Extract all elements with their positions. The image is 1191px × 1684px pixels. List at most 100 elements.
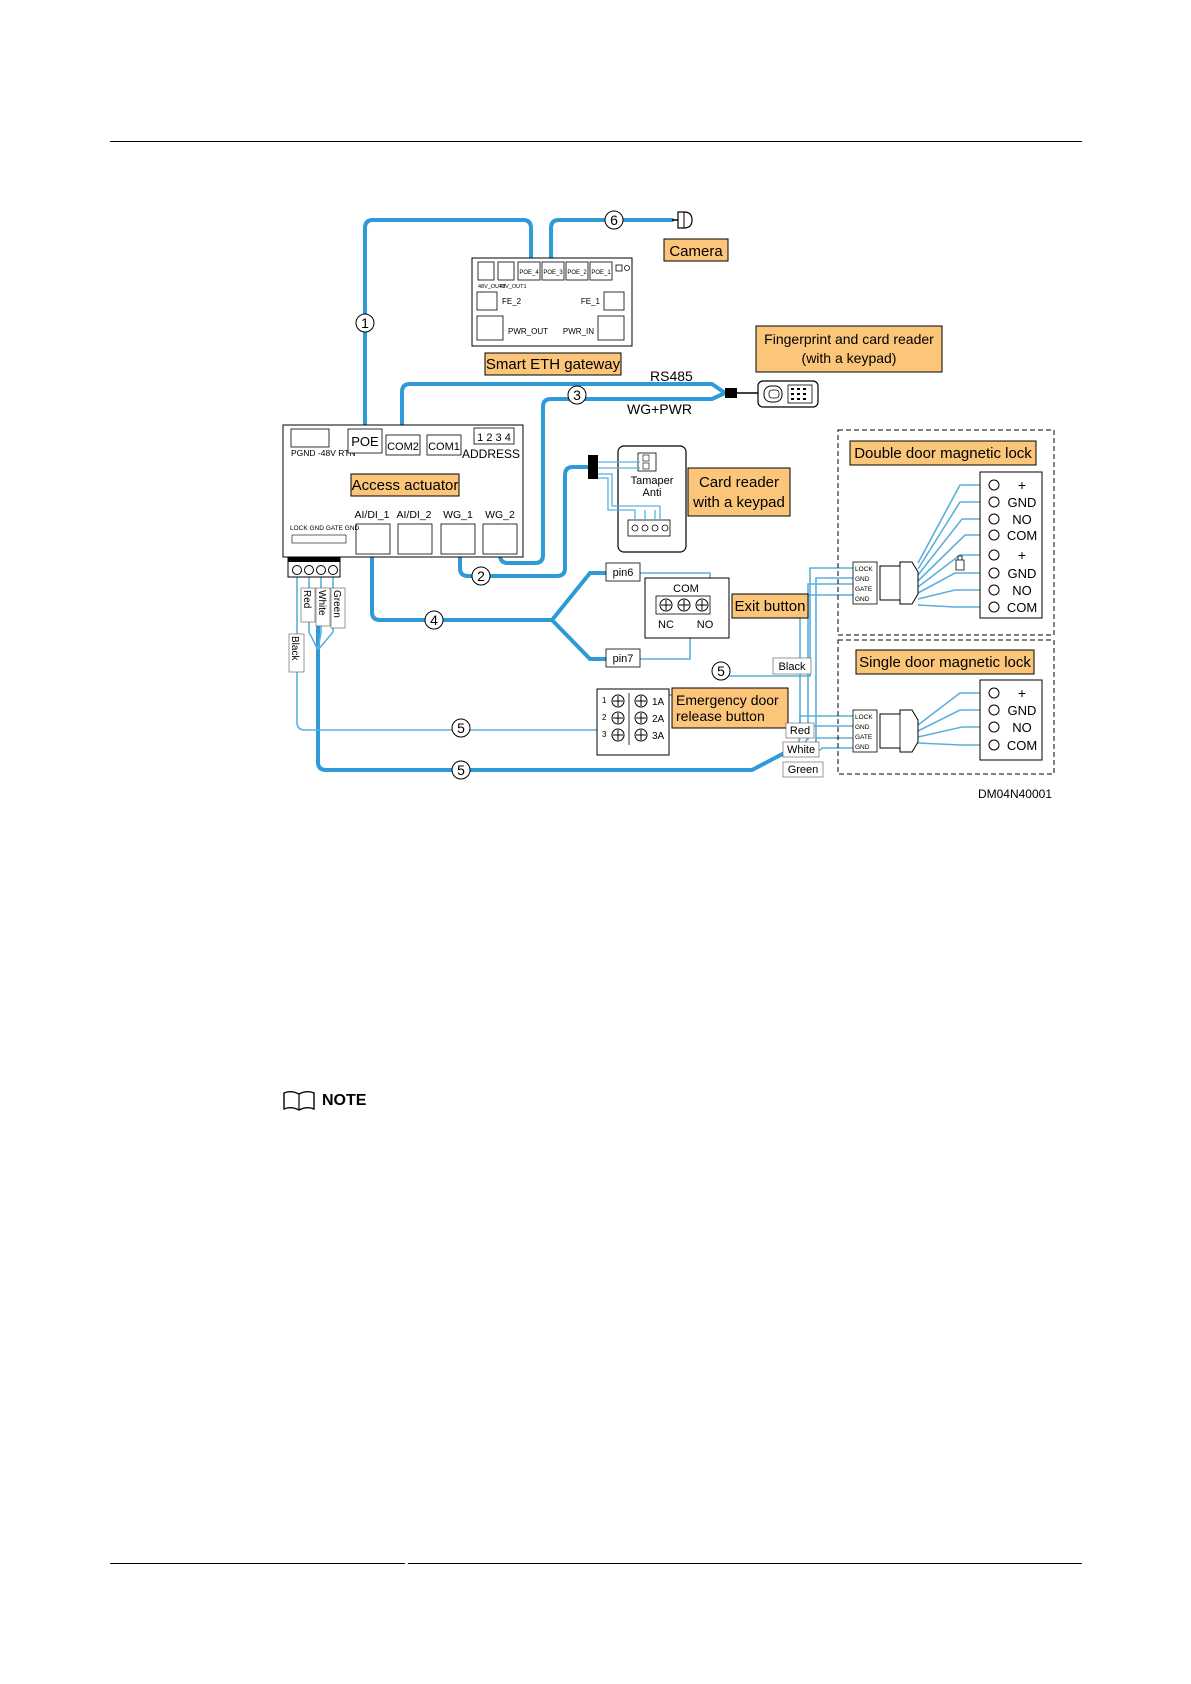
exit-pin6-label: pin6 <box>613 567 634 579</box>
gateway-out1-label: 48V_OUT1 <box>499 284 527 290</box>
access-actuator: PGND -48V RTN POE COM2 COM1 1 2 3 4 ADDR… <box>282 424 524 578</box>
callout-5-lower: 5 <box>457 762 465 778</box>
callout-5-upper: 5 <box>717 663 725 679</box>
cable-2 <box>458 465 590 578</box>
actuator-address-label: ADDRESS <box>462 447 520 461</box>
cable-1 <box>363 218 533 427</box>
terminal-black-tag: Black <box>289 636 300 661</box>
fingerprint-reader-title-line1: Fingerprint and card reader <box>764 331 934 347</box>
gateway-out2-label: 48V_OUT2 <box>478 284 506 290</box>
card-reader: Tamaper Anti <box>588 445 687 553</box>
double-lock-term-3: NO <box>1012 512 1032 527</box>
lock-red-tag: Red <box>790 725 810 737</box>
exit-button: COM NC NO <box>644 577 730 639</box>
actuator-title: Access actuator <box>352 477 459 494</box>
terminal-white-tag: White <box>316 590 327 616</box>
lock-white-tag: White <box>787 744 815 756</box>
emergency-pin-1a: 1A <box>652 697 665 708</box>
smart-eth-gateway: POE_4 POE_3 POE_2 POE_1 48V_OUT2 48V_OUT… <box>471 257 633 347</box>
card-reader-tamper-line1: Tamaper <box>631 475 674 487</box>
terminal-green-tag: Green <box>331 590 342 618</box>
actuator-power-label: PGND -48V RTN <box>291 448 356 458</box>
actuator-ai2-label: AI/DI_2 <box>396 509 431 521</box>
cable-3-rs485 <box>400 382 727 427</box>
card-reader-tamper-line2: Anti <box>643 487 662 499</box>
double-door-lock: Double door magnetic lock + GND NO COM +… <box>837 429 1055 636</box>
actuator-com1-label: COM1 <box>428 441 460 453</box>
double-lock-title: Double door magnetic lock <box>854 445 1032 462</box>
note: NOTE <box>282 1090 366 1112</box>
footer-rule-left <box>110 1563 405 1564</box>
fingerprint-reader-icon <box>725 380 819 408</box>
gateway-port-poe3: POE_3 <box>543 270 563 276</box>
actuator-address-digits: 1 2 3 4 <box>477 432 511 444</box>
cable-4-branch <box>550 618 608 661</box>
exit-com-label: COM <box>673 583 699 595</box>
camera-icon <box>672 211 693 229</box>
exit-no-label: NO <box>697 619 714 631</box>
single-lock-title: Single door magnetic lock <box>859 654 1031 671</box>
actuator-poe-label: POE <box>351 434 379 449</box>
double-lock-term-5: + <box>1018 547 1026 563</box>
single-lock-conn-lock: LOCK <box>855 714 873 721</box>
camera-label: Camera <box>669 243 723 260</box>
gateway-port-poe4: POE_4 <box>519 270 539 276</box>
callout-1: 1 <box>361 315 369 331</box>
gateway-port-poe2: POE_2 <box>567 270 587 276</box>
footer-rule-right <box>408 1563 1082 1564</box>
gateway-title: Smart ETH gateway <box>486 356 621 373</box>
emergency-pin-2: 2 <box>602 713 607 722</box>
cable-3-wgpwr <box>498 391 727 565</box>
double-lock-conn-gnd1: GND <box>855 576 870 583</box>
callout-4: 4 <box>430 612 438 628</box>
exit-pin7-label: pin7 <box>613 653 634 665</box>
single-lock-conn-gnd2: GND <box>855 744 870 751</box>
emergency-release-button: 1 2 3 1A 2A 3A <box>596 688 670 756</box>
single-lock-term-2: GND <box>1008 703 1037 718</box>
single-lock-term-4: COM <box>1007 738 1037 753</box>
cable-6 <box>549 218 674 267</box>
emergency-pin-3a: 3A <box>652 731 665 742</box>
single-lock-conn-gate: GATE <box>855 734 873 741</box>
callout-5-middle: 5 <box>457 720 465 736</box>
callout-6: 6 <box>610 212 618 228</box>
gateway-pwr-out-label: PWR_OUT <box>508 327 548 336</box>
terminal-red-tag: Red <box>301 590 312 608</box>
emergency-pin-1: 1 <box>602 696 607 705</box>
actuator-com2-label: COM2 <box>387 441 419 453</box>
emergency-title-line2: release button <box>676 708 765 724</box>
gateway-indicator-icon <box>624 265 630 271</box>
lock-green-tag: Green <box>788 764 819 776</box>
cable-5 <box>316 598 792 772</box>
double-lock-term-1: + <box>1018 477 1026 493</box>
callout-3: 3 <box>573 387 581 403</box>
book-icon <box>283 1091 315 1111</box>
actuator-wg1-label: WG_1 <box>443 509 473 521</box>
double-lock-term-8: COM <box>1007 600 1037 615</box>
double-lock-term-6: GND <box>1008 566 1037 581</box>
gateway-fe2-label: FE_2 <box>502 297 522 306</box>
single-door-lock: Single door magnetic lock + GND NO COM L… <box>837 639 1055 775</box>
note-label: NOTE <box>322 1092 367 1109</box>
gateway-pwr-in-label: PWR_IN <box>563 327 594 336</box>
fingerprint-reader-title-line2: (with a keypad) <box>802 350 897 366</box>
wg-pwr-label: WG+PWR <box>627 401 692 417</box>
double-lock-term-2: GND <box>1008 495 1037 510</box>
exit-button-title: Exit button <box>735 598 806 615</box>
double-lock-conn-lock: LOCK <box>855 566 873 573</box>
actuator-ai1-label: AI/DI_1 <box>354 509 389 521</box>
callout-2: 2 <box>477 568 485 584</box>
card-reader-title-line2: with a keypad <box>692 494 785 511</box>
cable-4 <box>370 543 608 622</box>
emergency-pin-3: 3 <box>602 730 607 739</box>
single-lock-term-3: NO <box>1012 720 1032 735</box>
double-lock-conn-gnd2: GND <box>855 596 870 603</box>
gateway-fe1-label: FE_1 <box>581 297 601 306</box>
double-lock-conn-gate: GATE <box>855 586 873 593</box>
lock-black-tag: Black <box>779 661 806 673</box>
single-lock-term-1: + <box>1018 685 1026 701</box>
single-lock-conn-gnd1: GND <box>855 724 870 731</box>
exit-nc-label: NC <box>658 619 674 631</box>
emergency-pin-2a: 2A <box>652 714 665 725</box>
